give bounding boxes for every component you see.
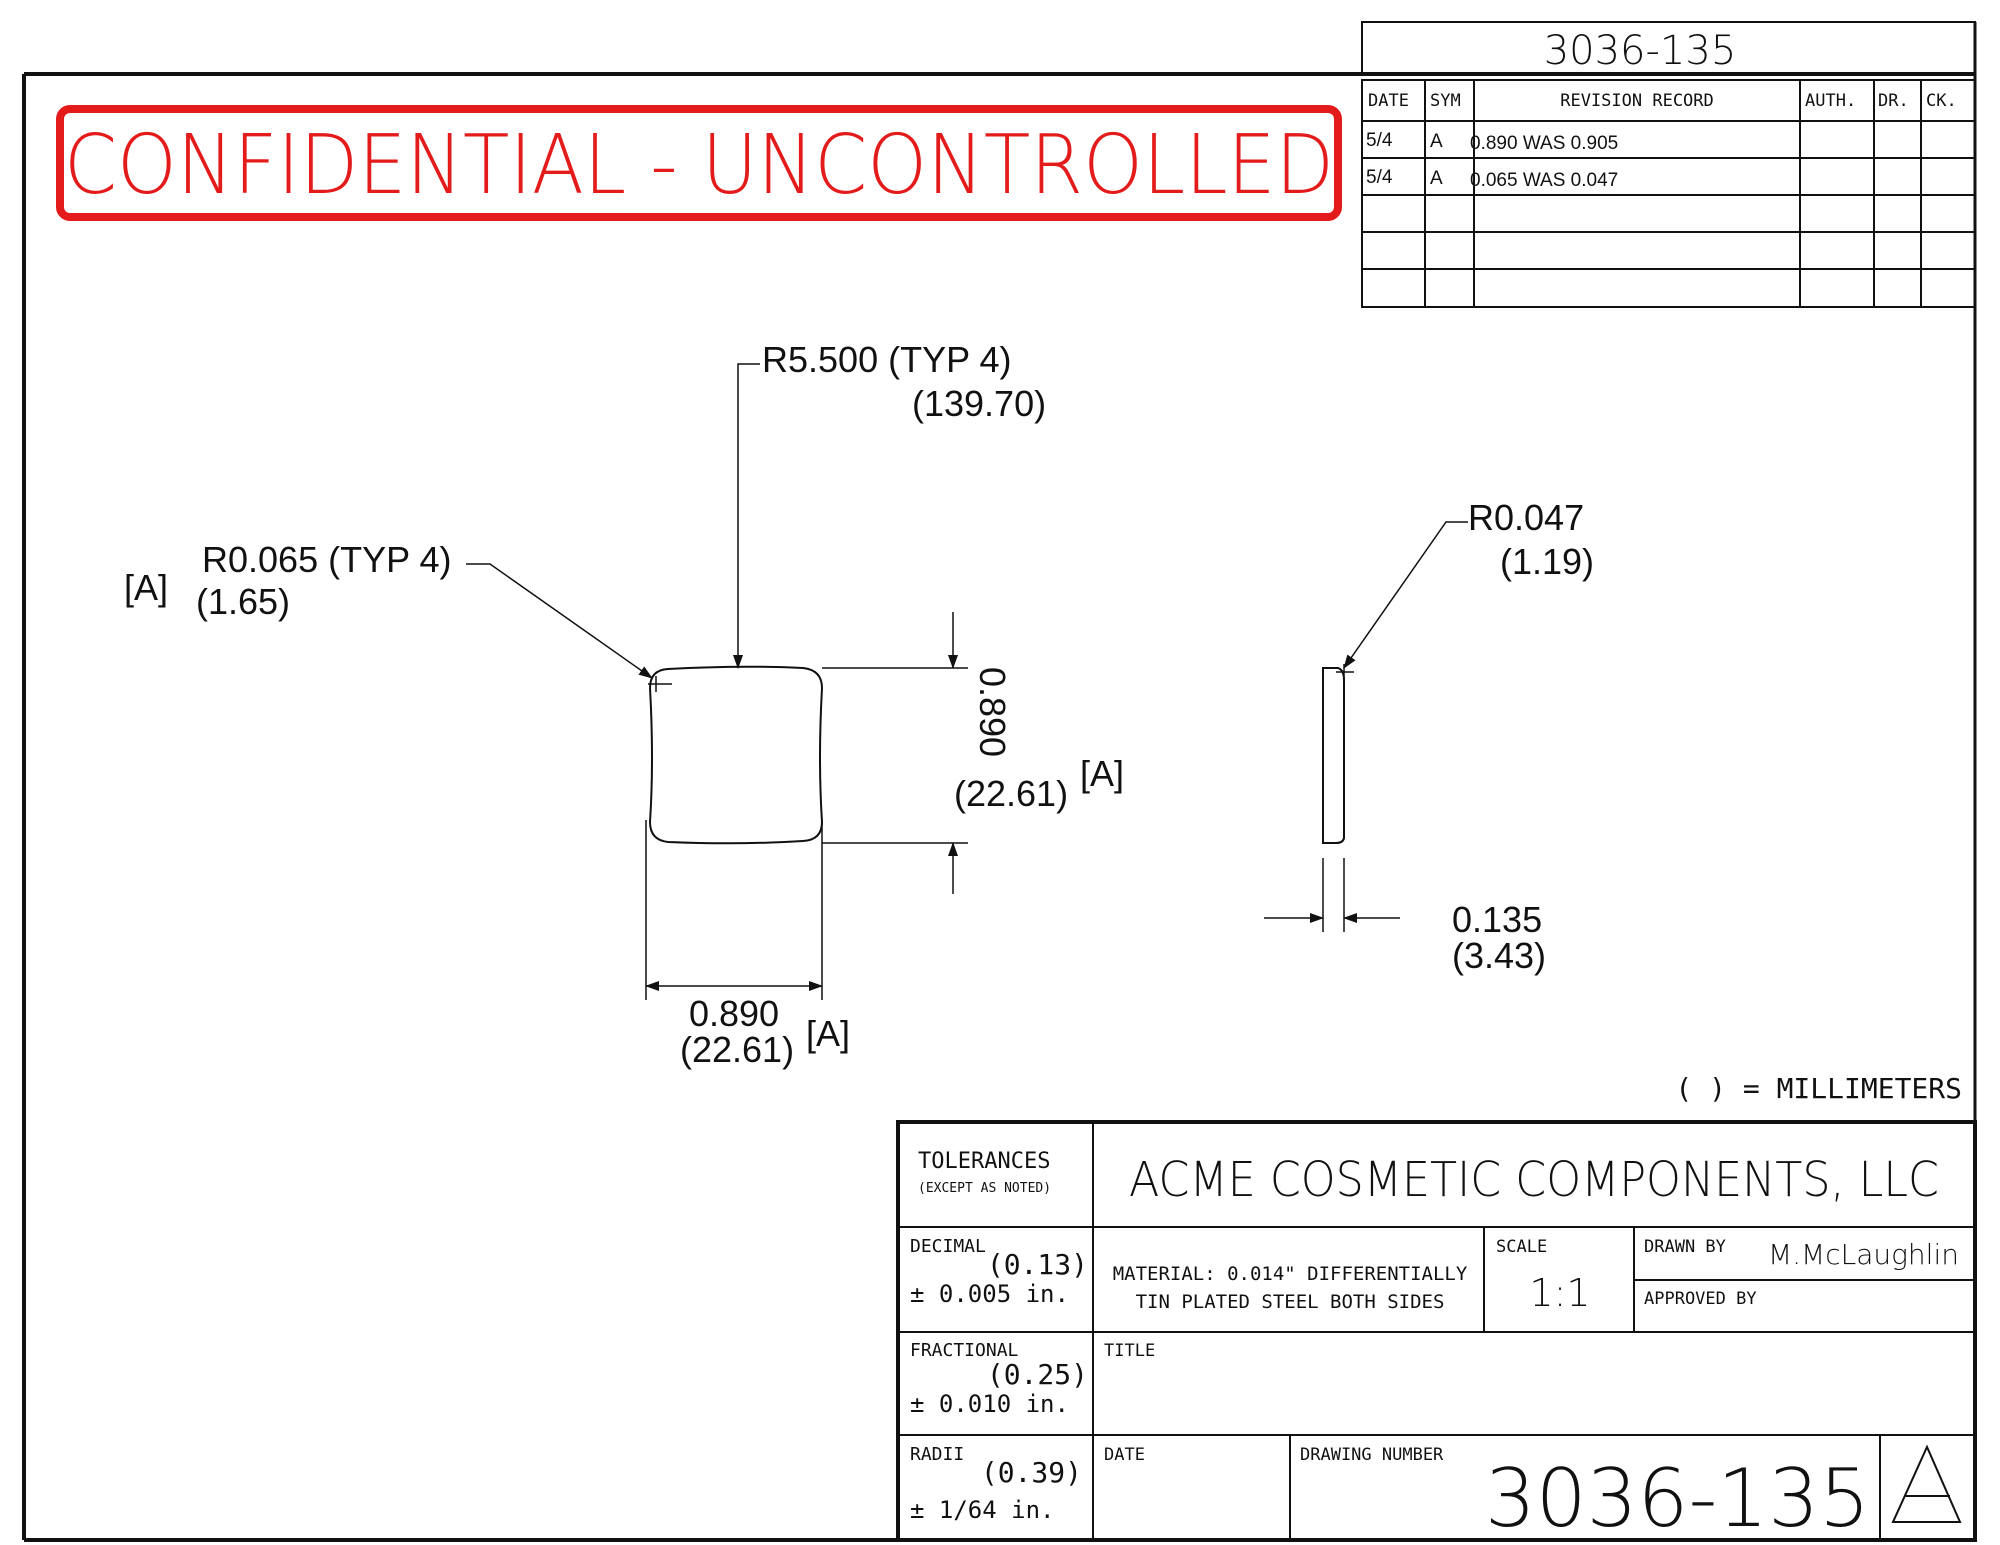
revision-row: 5/4 A 0.065 WAS 0.047 <box>1366 167 1618 191</box>
thickness-mm-label: (3.43) <box>1452 935 1546 976</box>
revision-triangle-icon <box>1891 1444 1962 1523</box>
material-line-1: MATERIAL: 0.014" DIFFERENTIALLY <box>1113 1263 1468 1285</box>
thickness-inch-label: 0.135 <box>1452 899 1542 940</box>
radii-label: RADII <box>910 1444 964 1465</box>
title-block-text: TOLERANCES (EXCEPT AS NOTED) DECIMAL (0.… <box>910 1149 1959 1545</box>
dimension-lines <box>466 363 1468 1000</box>
scale-label: SCALE <box>1496 1237 1547 1257</box>
part-edge-view <box>1322 664 1354 844</box>
height-flag: [A] <box>1080 753 1124 794</box>
dimension-labels: R5.500 (TYP 4) (139.70) [A] R0.065 (TYP … <box>124 339 1594 1070</box>
material-line-2: TIN PLATED STEEL BOTH SIDES <box>1136 1291 1445 1313</box>
rev-header-auth: AUTH. <box>1805 91 1856 111</box>
height-inch-label: 0.890 <box>972 667 1013 757</box>
radii-value: ± 1/64 in. <box>910 1496 1055 1524</box>
decimal-label: DECIMAL <box>910 1236 986 1257</box>
fractional-mm: (0.25) <box>987 1358 1088 1391</box>
rev-row-sym: A <box>1430 131 1443 152</box>
title-block <box>896 1120 1977 1542</box>
top-drawing-number-box: 3036-135 <box>1361 21 1976 75</box>
title-label: TITLE <box>1104 1341 1155 1361</box>
date-label: DATE <box>1104 1445 1145 1465</box>
revision-row: 5/4 A 0.890 WAS 0.905 <box>1366 130 1618 154</box>
width-mm-label: (22.61) <box>680 1029 794 1070</box>
revision-table-headers: DATE SYM REVISION RECORD AUTH. DR. CK. <box>1368 91 1957 111</box>
height-mm-label: (22.61) <box>954 773 1068 814</box>
approved-by-label: APPROVED BY <box>1644 1289 1757 1309</box>
units-note: ( ) = MILLIMETERS <box>1675 1072 1962 1105</box>
rev-row-record: 0.890 WAS 0.905 <box>1470 133 1618 154</box>
tolerances-subtitle: (EXCEPT AS NOTED) <box>918 1181 1051 1196</box>
part-front-view <box>648 665 824 845</box>
rev-row-sym: A <box>1430 168 1443 189</box>
decimal-mm: (0.13) <box>987 1248 1088 1281</box>
fractional-value: ± 0.010 in. <box>910 1390 1069 1418</box>
top-drawing-number: 3036-135 <box>1544 28 1737 74</box>
outer-radius-inch-label: R5.500 (TYP 4) <box>762 339 1011 380</box>
drawn-by-label: DRAWN BY <box>1644 1237 1726 1257</box>
drawn-by-value: M.McLaughlin <box>1768 1238 1959 1271</box>
rev-row-date: 5/4 <box>1366 167 1393 188</box>
confidential-text: CONFIDENTIAL - UNCONTROLLED <box>64 118 1334 213</box>
drawing-number-label: DRAWING NUMBER <box>1300 1445 1444 1465</box>
rev-header-record: REVISION RECORD <box>1560 91 1714 111</box>
drawing-number: 3036-135 <box>1485 1452 1870 1545</box>
confidential-stamp: CONFIDENTIAL - UNCONTROLLED <box>56 105 1342 221</box>
tolerances-title: TOLERANCES <box>918 1149 1050 1174</box>
outer-radius-mm-label: (139.70) <box>912 383 1046 424</box>
rev-header-date: DATE <box>1368 91 1409 111</box>
rev-header-dr: DR. <box>1878 91 1909 111</box>
corner-radius-mm-label: (1.65) <box>196 581 290 622</box>
corner-radius-inch-label: R0.065 (TYP 4) <box>202 539 451 580</box>
scale-value: 1:1 <box>1529 1271 1590 1315</box>
corner-radius-flag: [A] <box>124 567 168 608</box>
edge-radius-inch-label: R0.047 <box>1468 497 1584 538</box>
rev-header-sym: SYM <box>1430 91 1461 111</box>
rev-row-date: 5/4 <box>1366 130 1393 151</box>
fractional-label: FRACTIONAL <box>910 1340 1019 1361</box>
revision-table <box>1361 79 1976 308</box>
decimal-value: ± 0.005 in. <box>910 1280 1069 1308</box>
rev-row-record: 0.065 WAS 0.047 <box>1470 170 1618 191</box>
radii-mm: (0.39) <box>981 1456 1082 1489</box>
revision-symbol: A <box>1891 1444 1962 1523</box>
rev-header-ck: CK. <box>1926 91 1957 111</box>
company-name: ACME COSMETIC COMPONENTS, LLC <box>1129 1152 1939 1208</box>
edge-radius-mm-label: (1.19) <box>1500 541 1594 582</box>
width-inch-label: 0.890 <box>689 993 779 1034</box>
width-flag: [A] <box>806 1013 850 1054</box>
